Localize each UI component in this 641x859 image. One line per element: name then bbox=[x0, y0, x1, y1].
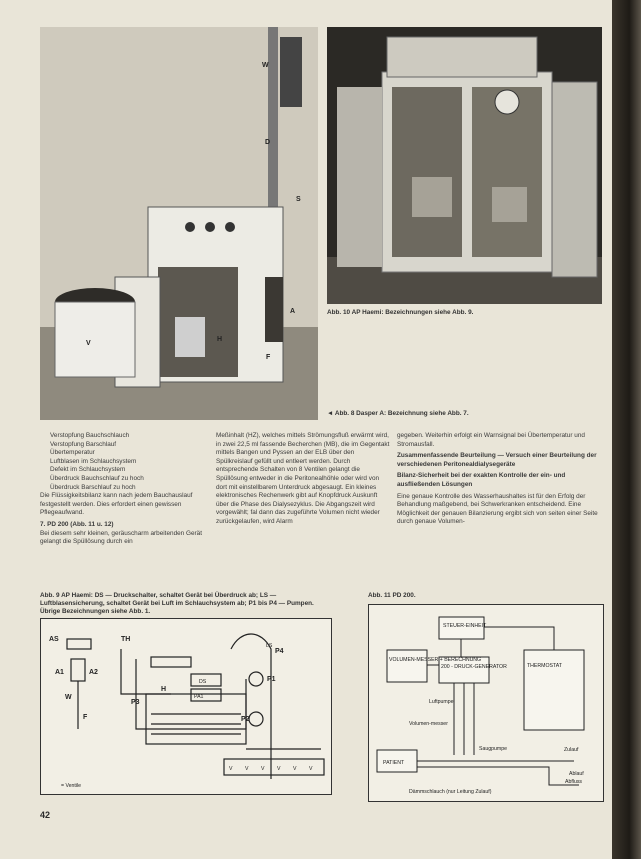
fig9-valve: V bbox=[245, 766, 249, 772]
fig9-label-a2: A2 bbox=[89, 669, 98, 676]
photo-label-s: S bbox=[296, 196, 301, 203]
caption-fig11: Abb. 11 PD 200. bbox=[368, 592, 416, 599]
paragraph: Eine genaue Kontrolle des Wasserhaushalt… bbox=[397, 492, 598, 526]
fig9-label-as: AS bbox=[49, 636, 59, 643]
fig9-valve: V bbox=[261, 766, 265, 772]
photo-label-w: W bbox=[262, 62, 269, 69]
diagram-fig9: AS TH DS P1 P2 P3 P4 A1 A2 W H F PA1 LS … bbox=[40, 618, 332, 795]
section-heading: Zusammenfassende Beurteilung — Versuch e… bbox=[397, 452, 597, 468]
fig9-label-p1: P1 bbox=[267, 676, 276, 683]
fig11-saugpumpe: Saugpumpe bbox=[479, 746, 507, 752]
photo-label-a: A bbox=[290, 308, 295, 315]
photo-label-d: D bbox=[265, 139, 270, 146]
text-column-3: gegeben. Weiterhin erfolgt ein Warnsigna… bbox=[397, 432, 602, 530]
fault-item: Defekt im Schlauchsystem bbox=[50, 466, 126, 474]
photo-label-f: F bbox=[266, 354, 271, 361]
photo-ap-haemi-illustration bbox=[327, 27, 602, 304]
fig9-label-ls: LS bbox=[266, 643, 273, 649]
paragraph: gegeben. Weiterhin erfolgt ein Warnsigna… bbox=[397, 432, 585, 448]
fault-item: Verstopfung Bauchschlauch bbox=[50, 432, 130, 439]
fig9-label-a1: A1 bbox=[55, 669, 64, 676]
fault-item: Überdruck Bauchschlauf zu hoch bbox=[50, 474, 144, 482]
fig9-label-f: F bbox=[83, 714, 88, 721]
fig9-label-p3: P3 bbox=[131, 699, 140, 706]
photo-label-v: V bbox=[86, 340, 91, 347]
section-heading: Bilanz-Sicherheit bei der exakten Kontro… bbox=[397, 472, 566, 488]
diagram-fig11: STEUER-EINHEIT VOLUMEN-MESSER + BERECHNU… bbox=[368, 604, 604, 802]
fig11-thermostat: THERMOSTAT bbox=[527, 663, 563, 669]
text-column-1: Verstopfung Bauchschlauch Verstopfung Ba… bbox=[40, 432, 208, 550]
fault-item: Überdruck Barschlauf zu hoch bbox=[50, 483, 136, 491]
fig9-label-p4: P4 bbox=[275, 648, 284, 655]
caption-fig8: ◄ Abb. 8 Dasper A: Bezeichnung siehe Abb… bbox=[327, 410, 469, 417]
paragraph: Meßinhalt (HZ), welches mittels Strömung… bbox=[216, 432, 390, 525]
paragraph: Die Flüssigkeitsbilanz kann nach jedem B… bbox=[40, 492, 193, 517]
fig9-valve: V bbox=[277, 766, 281, 772]
fig11-patient: PATIENT bbox=[383, 760, 405, 766]
fig11-luftpumpe: Luftpumpe bbox=[429, 699, 454, 705]
diagram-fig9-svg: AS TH DS P1 P2 P3 P4 A1 A2 W H F PA1 LS … bbox=[49, 633, 325, 789]
fig9-label-pa1: PA1 bbox=[194, 694, 204, 700]
section-heading: 7. PD 200 (Abb. 11 u. 12) bbox=[40, 520, 114, 528]
fault-item: Luftblasen im Schlauchsystem bbox=[50, 457, 137, 465]
photo-dasper-a: W D S A F V H bbox=[40, 27, 318, 420]
fault-item: Übertemperatur bbox=[50, 449, 95, 457]
fault-item: Verstopfung Barschlauf bbox=[50, 440, 117, 448]
text-column-2: Meßinhalt (HZ), welches mittels Strömung… bbox=[216, 432, 390, 530]
photo-ap-haemi bbox=[327, 27, 602, 304]
fig11-ablauf: Ablauf bbox=[569, 771, 584, 777]
fig9-label-h: H bbox=[161, 686, 166, 693]
caption-fig10: Abb. 10 AP Haemi: Bezeichnungen siehe Ab… bbox=[327, 309, 474, 316]
fig9-valve: V bbox=[229, 766, 233, 772]
fig9-label-p2: P2 bbox=[241, 716, 250, 723]
fig11-volumen: VOLUMEN-MESSER + BERECHNUNG bbox=[389, 657, 481, 663]
book-spine bbox=[612, 0, 641, 859]
fig11-druck: 200 - DRUCK-GENERATOR bbox=[441, 664, 507, 670]
fig9-label-ds: DS bbox=[199, 679, 207, 685]
fig9-valve: V bbox=[293, 766, 297, 772]
caption-fig9: Abb. 9 AP Haemi: DS — Druckschalter, sch… bbox=[40, 592, 314, 615]
diagram-fig11-svg: STEUER-EINHEIT VOLUMEN-MESSER + BERECHNU… bbox=[376, 616, 585, 795]
page: W D S A F V H Abb. 10 AP Haemi: Bezeichn… bbox=[0, 0, 612, 859]
fig9-valve: V bbox=[309, 766, 313, 772]
fig11-zulauf: Zulauf bbox=[564, 747, 579, 753]
fig9-label-th: TH bbox=[121, 636, 130, 643]
fig11-volumen-label: Volumen-messer bbox=[409, 721, 448, 727]
photo-dasper-a-illustration: W D S A F V H bbox=[40, 27, 318, 420]
fig9-label-w: W bbox=[65, 694, 72, 701]
fig9-legend: = Ventile bbox=[61, 783, 81, 789]
fig11-steuer: STEUER-EINHEIT bbox=[443, 623, 487, 629]
fig11-abfluss: Abfluss bbox=[565, 779, 582, 785]
photo-label-h: H bbox=[217, 336, 222, 343]
paragraph: Bei diesem sehr kleinen, geräuscharm arb… bbox=[40, 529, 202, 546]
page-number: 42 bbox=[40, 810, 51, 820]
fig11-schlauch: Dämmschlauch (nur Leitung Zulauf) bbox=[409, 789, 492, 795]
